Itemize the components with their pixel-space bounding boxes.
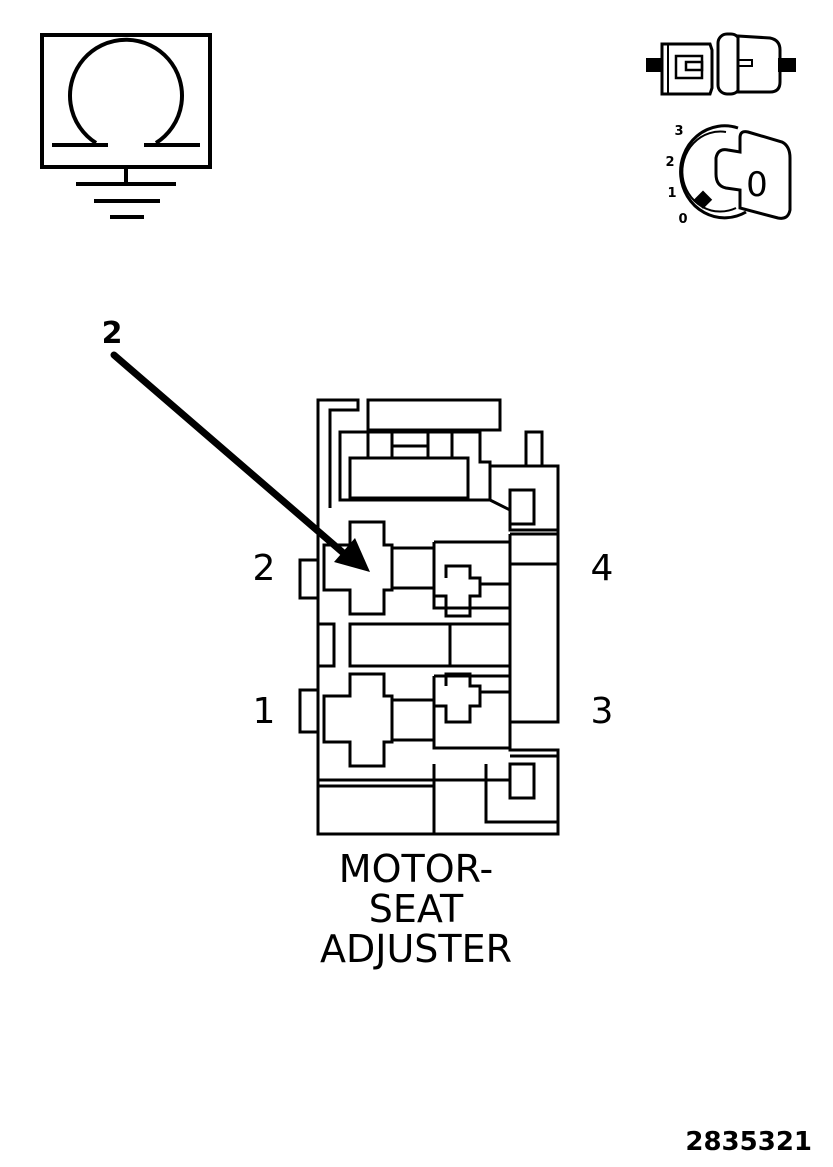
figure-number: 2835321 — [685, 1127, 812, 1157]
ignition-position-1: 1 — [667, 186, 676, 201]
pin-label-4: 4 — [591, 548, 614, 589]
pin-label-2: 2 — [253, 548, 276, 589]
ignition-key-icon: 3 2 1 0 0 — [665, 124, 792, 227]
callout-arrow: 2 — [102, 316, 370, 572]
component-name-line3: ADJUSTER — [320, 927, 512, 971]
callout-label: 2 — [102, 316, 123, 351]
component-name-line2: SEAT — [369, 887, 464, 931]
connector-face — [298, 398, 560, 836]
pin-label-3: 3 — [591, 691, 614, 732]
ignition-position-2: 2 — [665, 155, 674, 170]
ignition-position-3: 3 — [674, 124, 683, 139]
ignition-key-state: 0 — [746, 165, 768, 205]
component-name-line1: MOTOR- — [339, 847, 493, 891]
disconnected-connector-icon — [646, 32, 796, 96]
ignition-position-0: 0 — [678, 212, 687, 227]
pin-label-1: 1 — [253, 691, 276, 732]
ohm-ground-icon — [40, 33, 212, 219]
